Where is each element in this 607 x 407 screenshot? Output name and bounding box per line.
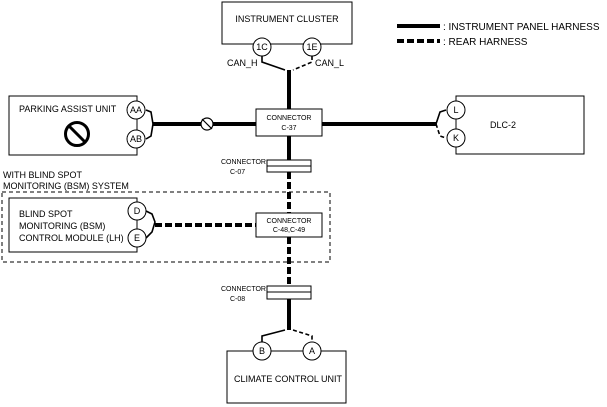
connector-c07: CONNECTOR C-07 xyxy=(221,159,312,176)
pin-d xyxy=(127,201,147,221)
prohibited-icon xyxy=(64,121,90,147)
can-l-label: CAN_L xyxy=(315,58,344,68)
climate-control-title: CLIMATE CONTROL UNIT xyxy=(234,374,343,384)
pin-1e xyxy=(302,37,322,57)
bsm-module-line2: MONITORING (BSM) xyxy=(19,221,105,231)
instrument-cluster-title: INSTRUMENT CLUSTER xyxy=(235,14,339,24)
bsm-group-label-1: WITH BLIND SPOT xyxy=(3,170,83,180)
wire-bsm-pins xyxy=(145,210,156,239)
wire-can-l-cluster xyxy=(292,56,313,71)
bsm-module-line1: BLIND SPOT xyxy=(19,209,73,219)
parking-assist-unit: PARKING ASSIST UNIT AA AB xyxy=(8,95,214,156)
pin-d-label: D xyxy=(134,206,141,216)
dlc-box xyxy=(455,95,585,155)
legend-dashed-label: : REAR HARNESS xyxy=(443,37,528,48)
connector-c37-box xyxy=(255,108,323,137)
wire-climate-pin-a xyxy=(292,329,313,343)
pin-a xyxy=(302,341,322,361)
connector-c37: CONNECTOR C-37 xyxy=(255,108,323,137)
pin-b-label: B xyxy=(259,346,265,356)
climate-control-box xyxy=(226,350,347,404)
legend: : INSTRUMENT PANEL HARNESS : REAR HARNES… xyxy=(397,22,600,48)
pin-e-label: E xyxy=(134,233,140,243)
pin-aa-label: AA xyxy=(130,105,142,115)
connector-c48-line1: CONNECTOR xyxy=(267,218,312,225)
pin-l-label: L xyxy=(453,105,458,115)
wire-climate-pin-b xyxy=(261,329,286,343)
pin-ab xyxy=(126,129,146,149)
pin-l xyxy=(446,100,466,120)
connector-c07-line2: C-07 xyxy=(230,169,245,176)
pin-e xyxy=(127,228,147,248)
connector-c07-line1: CONNECTOR xyxy=(221,159,266,166)
bsm-module-box xyxy=(8,197,138,253)
connector-c08: CONNECTOR C-08 xyxy=(221,285,312,303)
instrument-cluster-box xyxy=(221,1,353,45)
pin-a-label: A xyxy=(309,346,315,356)
wire-dlc-pins-k xyxy=(435,123,447,139)
dlc-title: DLC-2 xyxy=(490,120,516,130)
pin-k-label: K xyxy=(453,133,459,143)
pin-b xyxy=(252,341,272,361)
instrument-cluster: INSTRUMENT CLUSTER 1C 1E CAN_H CAN_L xyxy=(221,1,353,68)
parking-assist-title: PARKING ASSIST UNIT xyxy=(19,104,117,114)
can-h-label: CAN_H xyxy=(227,58,258,68)
pin-1c-label: 1C xyxy=(256,42,268,52)
wire-can-h-cluster xyxy=(261,56,286,71)
wire-prohibited-icon xyxy=(200,117,214,131)
pin-aa xyxy=(126,100,146,120)
connector-c08-line1: CONNECTOR xyxy=(221,286,266,293)
dlc-2: DLC-2 L K xyxy=(446,95,585,155)
bsm-module-line3: CONTROL MODULE (LH) xyxy=(19,233,124,243)
connector-c08-line2: C-08 xyxy=(230,296,245,303)
bsm-group-frame xyxy=(1,191,331,263)
connector-c48-c49: CONNECTOR C-48,C-49 xyxy=(255,212,323,238)
pin-ab-label: AB xyxy=(130,134,142,144)
wire-parking-pins xyxy=(145,109,154,140)
harness-wiring xyxy=(145,56,447,343)
connector-c37-line2: C-37 xyxy=(281,125,296,132)
pin-1c xyxy=(252,37,272,57)
bsm-control-module: BLIND SPOT MONITORING (BSM) CONTROL MODU… xyxy=(8,197,147,253)
connector-c48-line2: C-48,C-49 xyxy=(273,227,305,234)
connector-c48-box xyxy=(255,212,323,238)
wire-dlc-pins xyxy=(435,109,447,125)
bsm-group: WITH BLIND SPOT MONITORING (BSM) SYSTEM xyxy=(1,170,331,263)
legend-solid-label: : INSTRUMENT PANEL HARNESS xyxy=(443,22,600,33)
pin-1e-label: 1E xyxy=(306,42,317,52)
pin-k xyxy=(446,128,466,148)
climate-control-unit: CLIMATE CONTROL UNIT B A xyxy=(226,341,347,404)
connector-c37-line1: CONNECTOR xyxy=(267,115,312,122)
bsm-group-label-2: MONITORING (BSM) SYSTEM xyxy=(3,181,129,191)
